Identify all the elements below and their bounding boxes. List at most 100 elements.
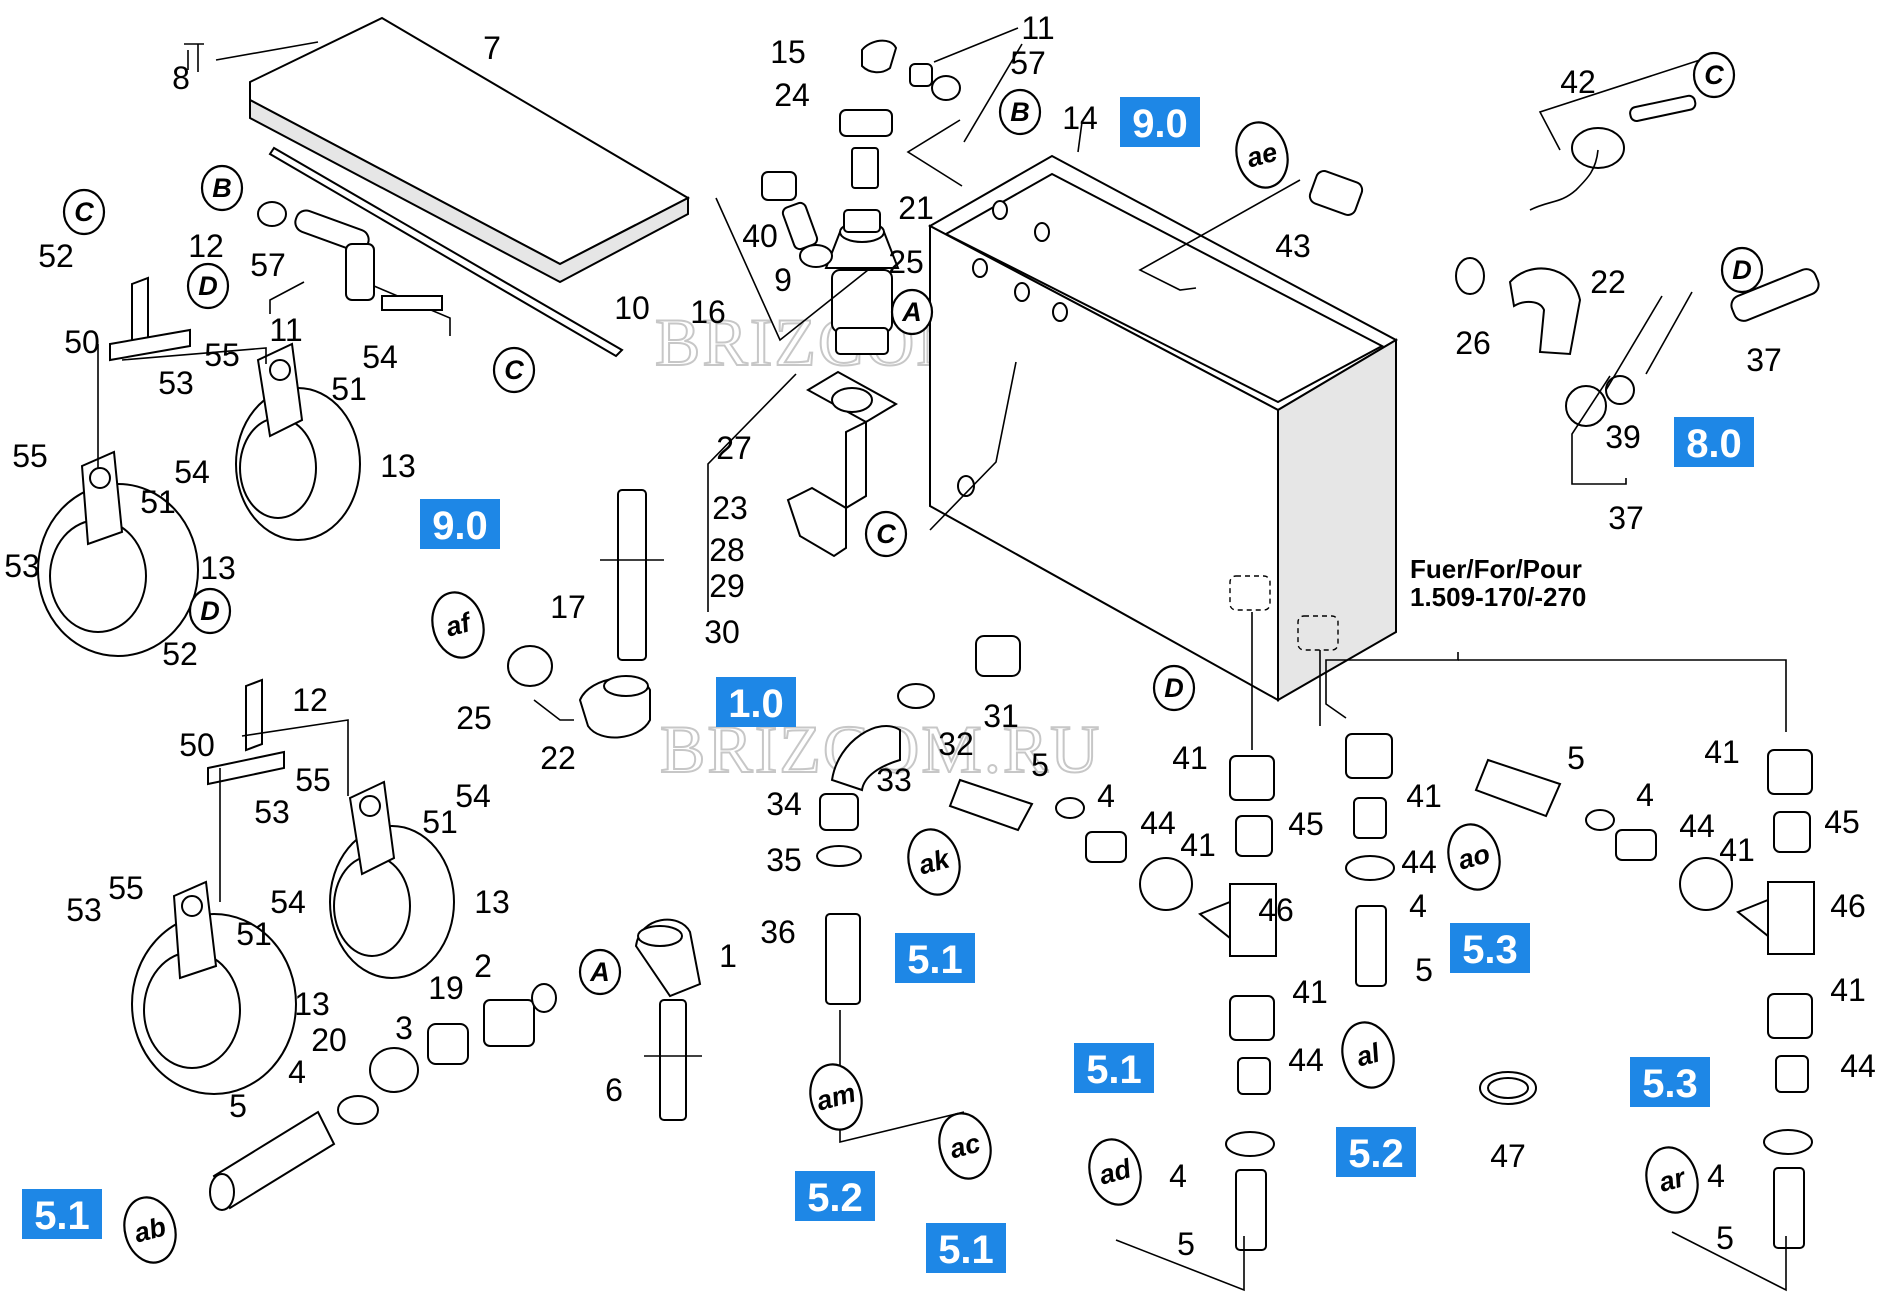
section-badge-9.0[interactable]: 9.0 — [420, 499, 500, 549]
reference-tag-ae: ae — [1235, 121, 1289, 189]
reference-tag-am: am — [809, 1063, 863, 1131]
elbow-22-left — [578, 675, 651, 739]
part-label-57: 57 — [1010, 45, 1046, 81]
reference-tag-D: D — [188, 587, 232, 635]
part-label-5: 5 — [229, 1088, 247, 1124]
part-label-54: 54 — [174, 454, 210, 490]
part-label-54: 54 — [362, 339, 398, 375]
part-label-54: 54 — [270, 884, 306, 920]
section-badge-5.3[interactable]: 5.3 — [1630, 1057, 1710, 1107]
reference-tag-C: C — [1692, 51, 1736, 99]
section-badge-5.3[interactable]: 5.3 — [1450, 923, 1530, 973]
fittings-upper-right — [1308, 94, 1820, 427]
part-label-13: 13 — [294, 986, 330, 1022]
part-label-4: 4 — [1636, 777, 1654, 813]
reference-tag-ad: ad — [1088, 1138, 1142, 1206]
part-label-4: 4 — [1097, 778, 1115, 814]
section-badge-5.1[interactable]: 5.1 — [926, 1223, 1006, 1273]
part-label-54: 54 — [455, 778, 491, 814]
part-label-13: 13 — [474, 884, 510, 920]
reference-tag-label: C — [1704, 60, 1724, 90]
section-badge-label: 8.0 — [1686, 422, 1742, 466]
part-label-25: 25 — [456, 700, 492, 736]
reference-tag-label: C — [74, 197, 94, 227]
part-label-7: 7 — [483, 30, 501, 66]
part-label-53: 53 — [254, 794, 290, 830]
part-label-46: 46 — [1830, 888, 1866, 924]
section-badge-label: 5.1 — [907, 938, 963, 982]
section-badge-label: 5.2 — [1348, 1132, 1404, 1176]
part-label-52: 52 — [38, 238, 74, 274]
section-badge-5.1[interactable]: 5.1 — [22, 1189, 102, 1239]
part-label-44: 44 — [1140, 805, 1176, 841]
variant-note-line1: Fuer/For/Pour — [1410, 554, 1582, 584]
section-badge-5.1[interactable]: 5.1 — [1074, 1043, 1154, 1093]
reference-tag-label: A — [589, 957, 610, 987]
part-label-41: 41 — [1704, 734, 1740, 770]
reference-tag-label: D — [1164, 673, 1184, 703]
part-label-24: 24 — [774, 77, 810, 113]
part-label-17: 17 — [550, 589, 586, 625]
reference-tag-label: C — [504, 355, 524, 385]
reference-tag-D: D — [186, 262, 230, 310]
section-badge-5.1[interactable]: 5.1 — [895, 933, 975, 983]
part-label-55: 55 — [108, 870, 144, 906]
part-label-37: 37 — [1746, 342, 1782, 378]
tee-column-ad — [1198, 755, 1277, 1251]
part-label-23: 23 — [712, 490, 748, 526]
part-label-51: 51 — [422, 804, 458, 840]
part-label-53: 53 — [158, 365, 194, 401]
reference-tag-label: C — [876, 519, 896, 549]
part-label-51: 51 — [236, 916, 272, 952]
section-badge-label: 5.1 — [1086, 1048, 1142, 1092]
castor-13-d — [131, 880, 297, 1095]
part-label-5: 5 — [1716, 1220, 1734, 1256]
part-label-42: 42 — [1560, 64, 1596, 100]
reference-tag-ak: ak — [907, 828, 961, 896]
part-label-1: 1 — [719, 938, 737, 974]
reference-tag-B: B — [998, 88, 1042, 136]
section-badge-5.2[interactable]: 5.2 — [795, 1171, 875, 1221]
part-label-20: 20 — [311, 1022, 347, 1058]
part-label-2: 2 — [474, 948, 492, 984]
part-label-6: 6 — [605, 1072, 623, 1108]
reference-tag-A: A — [578, 948, 622, 996]
section-badge-5.2[interactable]: 5.2 — [1336, 1127, 1416, 1177]
part-label-4: 4 — [288, 1054, 306, 1090]
reference-tag-label: D — [200, 596, 220, 626]
part-label-41: 41 — [1406, 778, 1442, 814]
part-label-29: 29 — [709, 568, 745, 604]
part-label-40: 40 — [742, 218, 778, 254]
bracket-23 — [786, 370, 899, 558]
section-badge-8.0[interactable]: 8.0 — [1674, 417, 1754, 467]
section-badge-9.0[interactable]: 9.0 — [1120, 97, 1200, 147]
clamp-47 — [1479, 1071, 1537, 1105]
section-badge-label: 9.0 — [1132, 102, 1188, 146]
castor-13-c — [329, 780, 455, 979]
part-label-4: 4 — [1169, 1158, 1187, 1194]
reference-tag-A: A — [890, 288, 934, 336]
reference-tag-ac: ac — [938, 1112, 992, 1180]
section-badge-1.0[interactable]: 1.0 — [716, 677, 796, 727]
reference-tag-al: al — [1341, 1021, 1395, 1089]
part-label-12: 12 — [292, 682, 328, 718]
section-badge-label: 5.3 — [1642, 1062, 1698, 1106]
part-label-45: 45 — [1824, 804, 1860, 840]
section-badge-label: 5.2 — [807, 1176, 863, 1220]
part-label-37: 37 — [1608, 500, 1644, 536]
part-label-41: 41 — [1180, 827, 1216, 863]
part-label-32: 32 — [938, 726, 974, 762]
reference-tag-label: B — [212, 173, 232, 203]
part-label-34: 34 — [766, 786, 802, 822]
part-label-57: 57 — [250, 247, 286, 283]
part-label-51: 51 — [331, 371, 367, 407]
part-label-8: 8 — [172, 60, 190, 96]
leader-lines — [97, 27, 1787, 1292]
section-badge-label: 1.0 — [728, 682, 784, 726]
bracket-50-a — [109, 276, 191, 362]
part-label-46: 46 — [1258, 892, 1294, 928]
part-label-11: 11 — [269, 312, 302, 348]
bracket-50-b — [207, 678, 285, 786]
pipe-17 — [600, 489, 664, 661]
